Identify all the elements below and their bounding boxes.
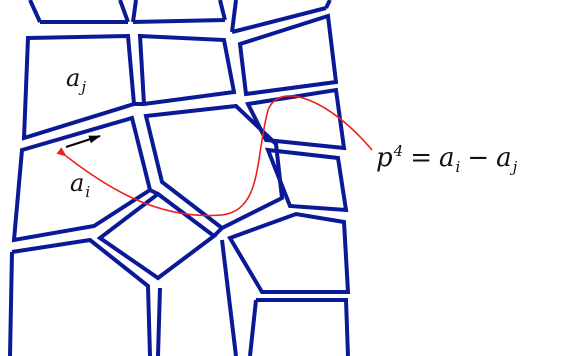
eq-lhs-base: p xyxy=(376,143,393,173)
black-arrow xyxy=(65,135,101,148)
eq-lhs-sup: 4 xyxy=(393,142,404,160)
eq-minus: − xyxy=(467,143,490,173)
label-a-i-sub: i xyxy=(85,183,91,201)
label-a-j-base: a xyxy=(66,64,81,92)
label-a-j: aj xyxy=(66,64,86,95)
label-a-j-sub: j xyxy=(81,78,86,96)
eq-term2-base: a xyxy=(496,143,512,173)
eq-term2-sub: j xyxy=(512,158,518,176)
eq-equals: = xyxy=(410,143,432,173)
label-a-i: ai xyxy=(70,169,90,200)
eq-term1-sub: i xyxy=(455,158,461,176)
cell-edges xyxy=(8,0,351,356)
eq-term1-base: a xyxy=(439,143,455,173)
equation-label: p4=ai−aj xyxy=(376,142,517,175)
label-a-i-base: a xyxy=(70,169,85,197)
red-path-curve xyxy=(56,95,373,217)
